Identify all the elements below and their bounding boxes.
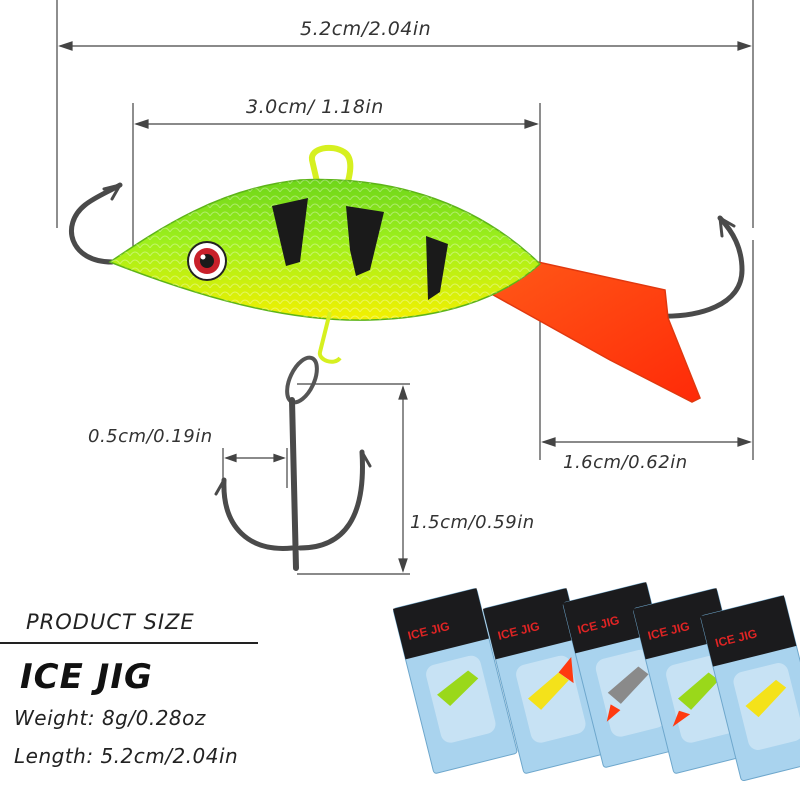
dimension-treble-height bbox=[297, 383, 410, 575]
total-length-label: 5.2cm/2.04in bbox=[300, 18, 432, 40]
body-stripe bbox=[272, 198, 308, 266]
package: ICE JIG bbox=[562, 582, 688, 768]
tail-length-label: 1.6cm/0.62in bbox=[563, 452, 688, 473]
weight-row: Weight: 8g/0.28oz bbox=[14, 706, 206, 730]
dimension-total-length bbox=[56, 0, 754, 228]
length-row: Length: 5.2cm/2.04in bbox=[14, 744, 238, 768]
line-tie bbox=[309, 144, 354, 189]
product-name: ICE JIG bbox=[20, 657, 153, 697]
body-stripe bbox=[346, 206, 384, 276]
title-underline bbox=[0, 642, 258, 644]
product-size-title: PRODUCT SIZE bbox=[26, 610, 195, 634]
treble-height-label: 1.5cm/0.59in bbox=[410, 512, 535, 533]
body-stripe bbox=[426, 236, 448, 300]
body-length-label: 3.0cm/ 1.18in bbox=[246, 96, 384, 118]
lure-body bbox=[108, 178, 542, 321]
dimension-body-length bbox=[132, 103, 541, 290]
weight-label: Weight: bbox=[14, 706, 96, 730]
front-hook bbox=[68, 182, 123, 265]
rear-hook bbox=[652, 215, 745, 319]
tail-fin bbox=[468, 261, 701, 403]
package: ICE JIG bbox=[700, 595, 800, 782]
hook-gap-label: 0.5cm/0.19in bbox=[88, 426, 213, 447]
length-value: 5.2cm/2.04in bbox=[100, 744, 239, 768]
dimension-hook-gap bbox=[222, 448, 288, 488]
treble-hook bbox=[214, 397, 372, 571]
weight-value: 8g/0.28oz bbox=[101, 706, 206, 730]
length-label: Length: bbox=[14, 744, 94, 768]
lure-eye bbox=[187, 241, 227, 281]
package: ICE JIG bbox=[392, 588, 518, 774]
packages-group: ICE JIG ICE JIG ICE JIG ICE JIG bbox=[392, 582, 800, 782]
dimension-tail-length bbox=[539, 240, 754, 460]
split-ring bbox=[285, 311, 342, 405]
